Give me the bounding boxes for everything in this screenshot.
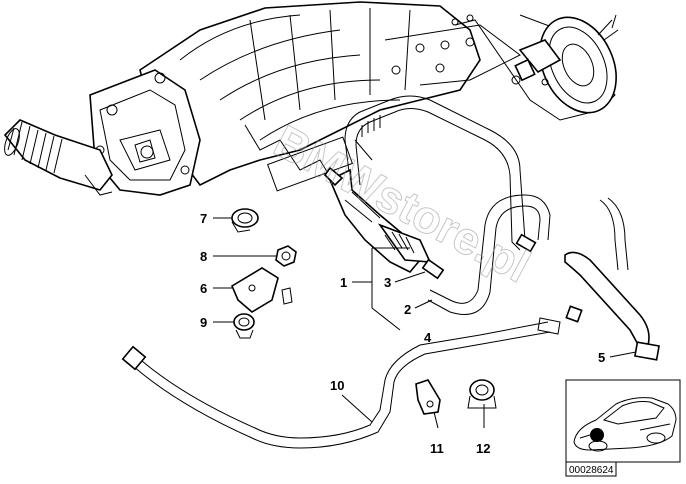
callout-7: 7: [200, 211, 207, 226]
bracket-11: [415, 379, 441, 415]
callout-5: 5: [598, 350, 605, 365]
hex-nut-8: [275, 245, 297, 267]
car-silhouette: [573, 397, 677, 452]
callout-10: 10: [330, 378, 344, 393]
vacuum-hose-middle: [427, 194, 551, 315]
hose-clip-7: [231, 208, 259, 233]
callout-8: 8: [200, 249, 207, 264]
callout-6: 6: [200, 281, 207, 296]
callout-3: 3: [384, 275, 391, 290]
vacuum-line-lower: [121, 317, 561, 449]
callout-2: 2: [404, 302, 411, 317]
air-intake-bellows: [3, 119, 113, 196]
location-marker: [590, 428, 604, 442]
image-code: 00028624: [569, 465, 614, 476]
brake-booster: [454, 14, 619, 121]
callout-12: 12: [476, 441, 490, 456]
grommet-9: [233, 313, 255, 339]
hose-clamp-12: [467, 379, 497, 409]
callout-9: 9: [200, 315, 207, 330]
bracket-6: [230, 267, 293, 313]
callout-11: 11: [430, 441, 444, 456]
check-valve-assembly: [323, 166, 445, 280]
callout-labels: 7 8 6 9 1 3 2 4 5 10 11 12: [200, 211, 605, 456]
vacuum-hose-upper: [344, 95, 537, 253]
vehicle-location-inset: 00028624: [565, 379, 681, 477]
leader-lines: [213, 217, 637, 429]
callout-1: 1: [340, 275, 347, 290]
vacuum-hose-right: [564, 197, 660, 361]
callout-4: 4: [424, 330, 432, 345]
